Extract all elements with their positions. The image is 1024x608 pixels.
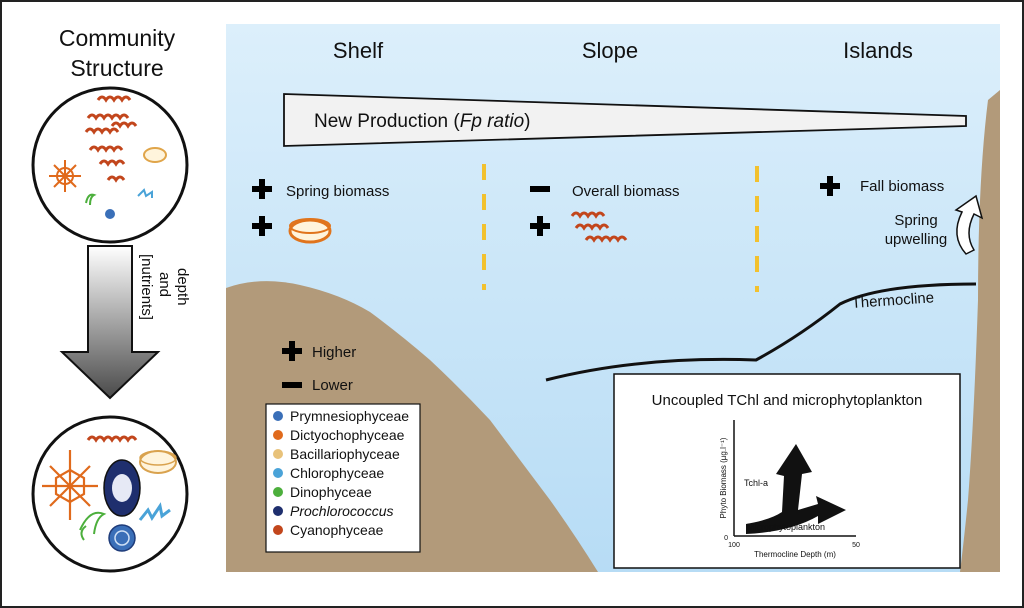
legend-item-label: Prochlorococcus (290, 503, 394, 519)
thermocline-line (545, 282, 977, 382)
plus-icon (282, 341, 302, 361)
arrow-label: [nutrients] and depth (138, 254, 191, 320)
chlorophyceae-large-icon (138, 502, 171, 521)
legend-swatch-icon (273, 487, 283, 497)
arrow-label-line3: depth (174, 268, 191, 306)
prymnesiophyceae-large-icon (108, 524, 136, 552)
cyanophyceae-chains-icon (84, 95, 138, 183)
inset-tick-y0: 0 (724, 535, 728, 542)
chlorophyceae-icon (137, 188, 153, 198)
overall-biomass-label: Overall biomass (572, 183, 680, 200)
bacillariophyceae-icon (143, 147, 167, 163)
fall-biomass-label: Fall biomass (860, 178, 944, 195)
nutrients-depth-arrow (59, 245, 161, 400)
region-islands: Islands (843, 38, 913, 63)
left-title-line1: Community (59, 25, 176, 51)
arrow-label-line2: and (156, 272, 173, 297)
new-production-wedge (283, 93, 967, 147)
thermocline-label: Thermocline (851, 289, 935, 312)
forked-arrow (746, 444, 846, 534)
plus-icon (820, 176, 840, 196)
inset-tchl-label: Tchl-a (744, 478, 768, 488)
legend-item-label: Prymnesiophyceae (290, 408, 409, 424)
minus-icon (530, 186, 550, 192)
dictyochophyceae-icon (49, 160, 81, 192)
legend-item-label: Chlorophyceae (290, 465, 384, 481)
inset-tick-x-right: 50 (852, 542, 860, 549)
legend-swatch-icon (273, 411, 283, 421)
community-circle-surface (31, 86, 189, 244)
legend-item-label: Cyanophyceae (290, 522, 384, 538)
region-slope: Slope (582, 38, 638, 63)
inset-graph: Uncoupled TChl and microphytoplankton 0 … (613, 373, 961, 569)
left-title-line2: Structure (70, 55, 163, 81)
spring-upwelling-line2: upwelling (885, 231, 948, 248)
community-circle-deep (31, 415, 189, 573)
cyanophyceae-icon (570, 211, 628, 243)
inset-xlabel: Thermocline Depth (m) (754, 550, 836, 559)
bacillariophyceae-large-icon (139, 450, 177, 474)
diatom-icon (288, 218, 332, 244)
legend-swatch-icon (273, 468, 283, 478)
legend-item-label: Dinophyceae (290, 484, 372, 500)
legend-item-label: Dictyochophyceae (290, 427, 405, 443)
cyanophyceae-chain-icon (86, 435, 138, 443)
inset-ylabel: Phyto Biomass (µg.l⁻¹) (719, 437, 728, 518)
legend-item-label: Bacillariophyceae (290, 446, 400, 462)
prymnesiophyceae-icon (105, 209, 115, 219)
taxa-legend: PrymnesiophyceaeDictyochophyceaeBacillar… (265, 403, 421, 553)
inset-tick-x-left: 100 (728, 542, 740, 549)
new-production-label: New Production (Fp ratio) (314, 111, 530, 132)
plus-icon (252, 179, 272, 199)
key-higher: Higher (312, 344, 356, 361)
plus-icon (530, 216, 550, 236)
legend-swatch-icon (273, 525, 283, 535)
spring-biomass-label: Spring biomass (286, 183, 389, 200)
inset-title: Uncoupled TChl and microphytoplankton (652, 392, 923, 409)
minus-icon (282, 382, 302, 388)
dinophyceae-icon (85, 193, 97, 206)
key-lower: Lower (312, 377, 353, 394)
plus-icon (252, 216, 272, 236)
island-land (960, 90, 1000, 572)
legend-swatch-icon (273, 449, 283, 459)
legend-swatch-icon (273, 506, 283, 516)
arrow-label-line1: [nutrients] (138, 254, 155, 320)
prochlorococcus-large-icon (103, 459, 141, 517)
inset-micro-label: Microphytoplankton (747, 522, 825, 532)
upwelling-arrow-icon (954, 194, 984, 255)
legend-swatch-icon (273, 430, 283, 440)
spring-upwelling-line1: Spring (894, 212, 937, 229)
dinophyceae-large-icon (79, 511, 107, 541)
region-shelf: Shelf (333, 38, 384, 63)
dictyochophyceae-large-icon (42, 450, 98, 520)
